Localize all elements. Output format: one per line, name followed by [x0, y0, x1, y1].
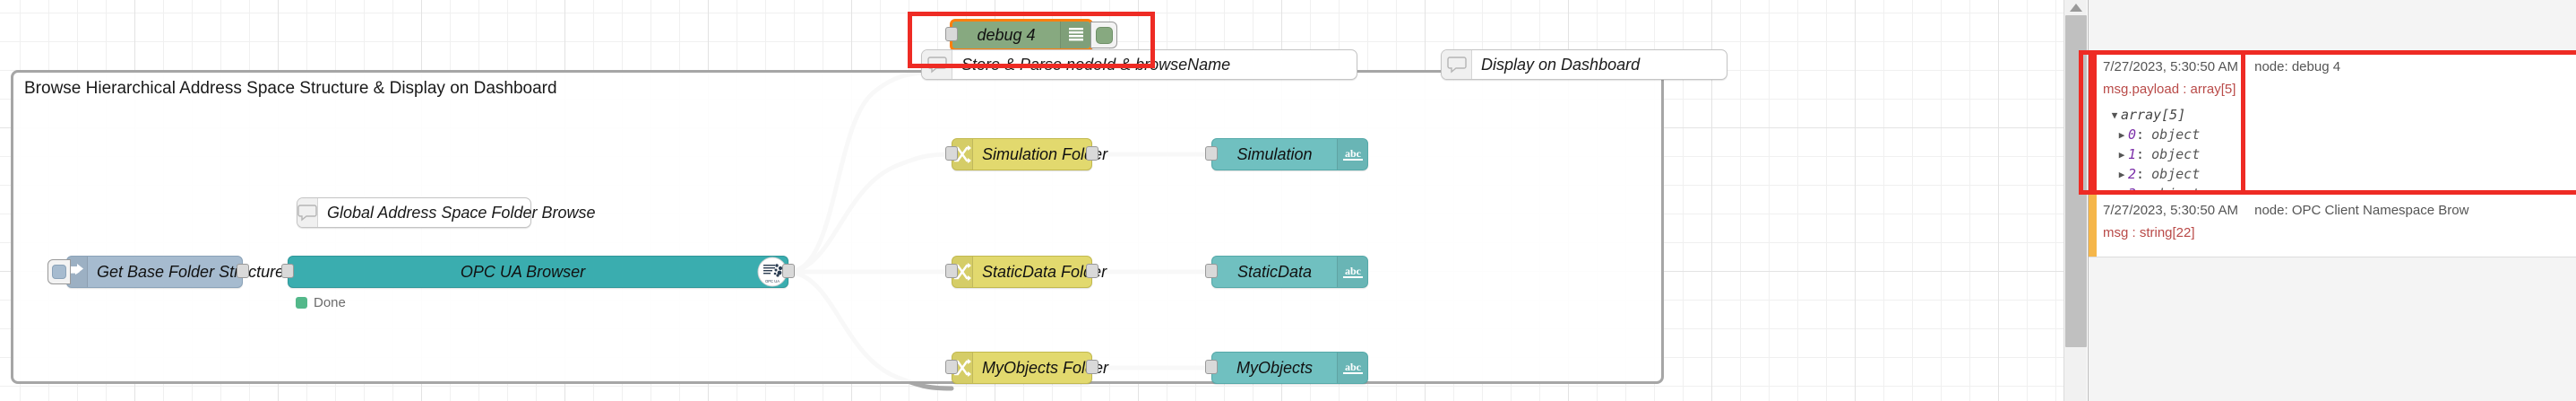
node-label: Simulation Folder — [982, 144, 1108, 163]
comment-store-parse[interactable]: Store & Parse nodeId & browseName — [921, 49, 1357, 80]
debug-message-topic: msg : string[22] — [2103, 225, 2195, 240]
debug-message[interactable]: 7/27/2023, 5:30:50 AM node: debug 4 msg.… — [2089, 51, 2576, 222]
tree-item-row[interactable]: ▶ 0: object — [2103, 125, 2567, 144]
node-inject-get-base-folder[interactable]: Get Base Folder Structure1 — [47, 256, 289, 288]
node-label: MyObjects — [1236, 358, 1314, 377]
node-change-myobjects-folder[interactable]: MyObjects Folder — [945, 352, 1108, 384]
comment-icon — [922, 50, 952, 79]
port-input[interactable] — [1205, 360, 1218, 374]
comment-icon — [297, 198, 318, 227]
group-label: Browse Hierarchical Address Space Struct… — [24, 79, 557, 98]
node-label: Simulation — [1236, 144, 1313, 163]
node-label: StaticData — [1236, 262, 1313, 281]
debug-timestamp: 7/27/2023, 5:30:50 AM — [2103, 59, 2238, 74]
port-output[interactable] — [1086, 264, 1098, 278]
chevron-down-icon[interactable]: ▼ — [2111, 109, 2118, 121]
port-input[interactable] — [281, 264, 294, 278]
debug-message-meta: 7/27/2023, 5:30:50 AM node: debug 4 — [2103, 59, 2567, 74]
debug-enable-toggle[interactable] — [1090, 22, 1117, 48]
abc-icon: abc — [1337, 257, 1367, 287]
flow-canvas[interactable]: Browse Hierarchical Address Space Struct… — [0, 0, 2063, 401]
debug-message[interactable]: 7/27/2023, 5:30:50 AM node: OPC Client N… — [2089, 195, 2576, 257]
node-label: MyObjects Folder — [982, 358, 1109, 377]
svg-text:OPC UA: OPC UA — [765, 279, 780, 283]
tree-item-key: 1 — [2128, 146, 2137, 162]
port-input[interactable] — [945, 27, 958, 41]
svg-text:abc: abc — [1345, 265, 1362, 277]
scroll-up-arrow-icon[interactable] — [2069, 4, 2082, 12]
port-input[interactable] — [945, 146, 958, 161]
node-label: debug 4 — [977, 25, 1036, 44]
debug-timestamp: 7/27/2023, 5:30:50 AM — [2103, 203, 2238, 218]
group-container[interactable]: Browse Hierarchical Address Space Struct… — [11, 70, 1664, 384]
node-uitext-staticdata[interactable]: StaticData abc — [1205, 256, 1368, 288]
tree-root-label: array[5] — [2121, 107, 2186, 123]
chevron-right-icon[interactable]: ▶ — [2118, 168, 2125, 180]
tree-item-row[interactable]: ▶ 2: object — [2103, 164, 2567, 184]
svg-text:abc: abc — [1345, 361, 1362, 373]
chevron-right-icon[interactable]: ▶ — [2118, 148, 2125, 161]
tree-root-row[interactable]: ▼ array[5] — [2103, 105, 2567, 125]
status-dot-icon — [296, 297, 307, 309]
node-change-staticdata-folder[interactable]: StaticData Folder — [945, 256, 1107, 288]
port-output[interactable] — [237, 264, 249, 278]
node-uitext-myobjects[interactable]: MyObjects abc — [1205, 352, 1368, 384]
node-label: Get Base Folder Structure1 — [97, 262, 289, 281]
tree-item-value: object — [2151, 166, 2201, 182]
chevron-right-icon[interactable]: ▶ — [2118, 128, 2125, 141]
comment-label: Global Address Space Folder Browse — [327, 203, 596, 222]
node-status-opcua: Done — [296, 295, 346, 310]
abc-icon: abc — [1337, 139, 1367, 170]
debug-sidebar-spacer — [2089, 0, 2576, 51]
comment-display-dashboard[interactable]: Display on Dashboard — [1441, 49, 1727, 80]
canvas-vertical-scrollbar[interactable] — [2063, 0, 2087, 401]
port-input[interactable] — [945, 264, 958, 278]
port-input[interactable] — [945, 360, 958, 374]
node-opcua-browser[interactable]: OPC UA Browser — [281, 256, 795, 288]
tree-item-key: 0 — [2128, 126, 2137, 143]
comment-label: Store & Parse nodeId & browseName — [961, 55, 1231, 74]
node-change-simulation-folder[interactable]: Simulation Folder — [945, 138, 1107, 170]
status-text: Done — [314, 295, 346, 310]
debug-accent-bar — [2089, 51, 2097, 194]
comment-icon — [1442, 50, 1472, 79]
tree-item-value: object — [2151, 126, 2201, 143]
abc-icon: abc — [1337, 353, 1367, 383]
port-output[interactable] — [1086, 146, 1098, 161]
change-shuffle-icon — [952, 353, 973, 383]
debug-sidebar: 7/27/2023, 5:30:50 AM node: debug 4 msg.… — [2088, 0, 2576, 401]
inject-arrow-icon — [67, 257, 88, 287]
debug-message-topic: msg.payload : array[5] — [2103, 82, 2236, 97]
port-output[interactable] — [1086, 360, 1098, 374]
port-input[interactable] — [1205, 146, 1218, 161]
tree-item-key: 2 — [2128, 166, 2137, 182]
tree-item-row[interactable]: ▶ 1: object — [2103, 144, 2567, 164]
svg-text:abc: abc — [1345, 147, 1362, 160]
port-output[interactable] — [782, 264, 795, 278]
debug-accent-bar — [2089, 195, 2097, 257]
node-uitext-simulation[interactable]: Simulation abc — [1205, 138, 1368, 170]
comment-global-address-space[interactable]: Global Address Space Folder Browse — [297, 197, 595, 228]
scrollbar-thumb[interactable] — [2065, 15, 2087, 347]
debug-node-ref: node: debug 4 — [2254, 59, 2341, 74]
debug-lines-icon — [1060, 22, 1090, 48]
node-debug-4[interactable]: debug 4 — [945, 19, 1117, 51]
tree-item-value: object — [2151, 146, 2201, 162]
node-label: StaticData Folder — [982, 262, 1107, 281]
node-label: OPC UA Browser — [460, 262, 586, 281]
debug-message-meta: 7/27/2023, 5:30:50 AM node: OPC Client N… — [2103, 203, 2567, 218]
opc-ua-logo-icon: OPC UA — [757, 257, 788, 287]
debug-node-ref: node: OPC Client Namespace Brow — [2254, 203, 2469, 218]
comment-label: Display on Dashboard — [1481, 55, 1641, 74]
inject-trigger-button[interactable] — [47, 259, 71, 284]
port-input[interactable] — [1205, 264, 1218, 278]
